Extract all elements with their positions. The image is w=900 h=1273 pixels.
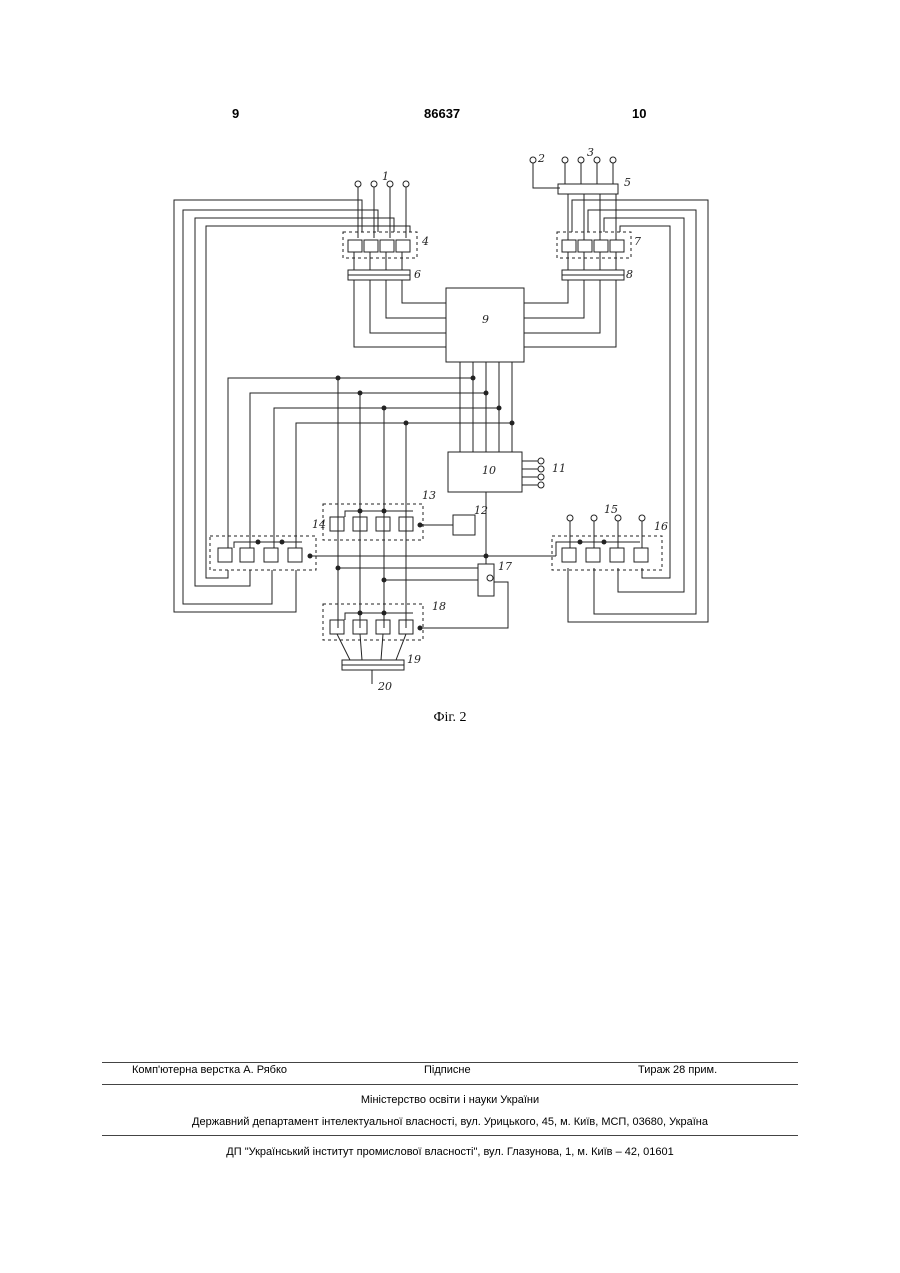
label-16: 16 — [654, 520, 668, 533]
label-18: 18 — [432, 600, 446, 613]
block-18 — [330, 620, 413, 634]
label-10: 10 — [482, 464, 496, 477]
footer-department: Державний департамент інтелектуальної вл… — [0, 1116, 900, 1128]
junction-dots — [256, 376, 607, 631]
label-19: 19 — [407, 653, 421, 666]
block-16-frame — [552, 536, 662, 570]
block-5 — [558, 184, 618, 194]
label-2: 2 — [537, 152, 545, 165]
footer-signed: Підписне — [424, 1064, 471, 1076]
label-6: 6 — [414, 268, 421, 281]
label-3: 3 — [587, 146, 594, 159]
input-terminals-3 — [562, 157, 616, 184]
footer-rule-bottom — [102, 1135, 798, 1136]
footer-rule-top — [102, 1062, 798, 1063]
footer-rule-mid — [102, 1084, 798, 1085]
footer-ministry: Міністерство освіти і науки України — [0, 1094, 900, 1106]
figure-caption: Фіг. 2 — [0, 710, 900, 726]
block-16 — [562, 548, 648, 562]
block-14 — [218, 548, 302, 562]
block-4 — [348, 240, 410, 252]
label-11: 11 — [552, 462, 566, 475]
label-17: 17 — [498, 560, 512, 573]
label-1: 1 — [382, 170, 389, 183]
footer-circulation: Тираж 28 прим. — [638, 1064, 717, 1076]
label-14: 14 — [312, 518, 326, 531]
block-14-frame — [210, 536, 316, 570]
label-20: 20 — [377, 680, 392, 693]
block-7 — [562, 240, 624, 252]
label-9: 9 — [482, 313, 489, 326]
block-13 — [330, 517, 413, 531]
label-12: 12 — [474, 504, 488, 517]
label-7: 7 — [634, 235, 641, 248]
footer-institute: ДП "Український інститут промислової вла… — [0, 1146, 900, 1158]
label-4: 4 — [421, 235, 429, 248]
label-15: 15 — [604, 503, 618, 516]
footer-layout: Комп'ютерна верстка А. Рябко — [132, 1064, 287, 1076]
block-12 — [453, 515, 475, 535]
label-8: 8 — [626, 268, 633, 281]
label-5: 5 — [624, 176, 631, 189]
label-13: 13 — [422, 489, 436, 502]
